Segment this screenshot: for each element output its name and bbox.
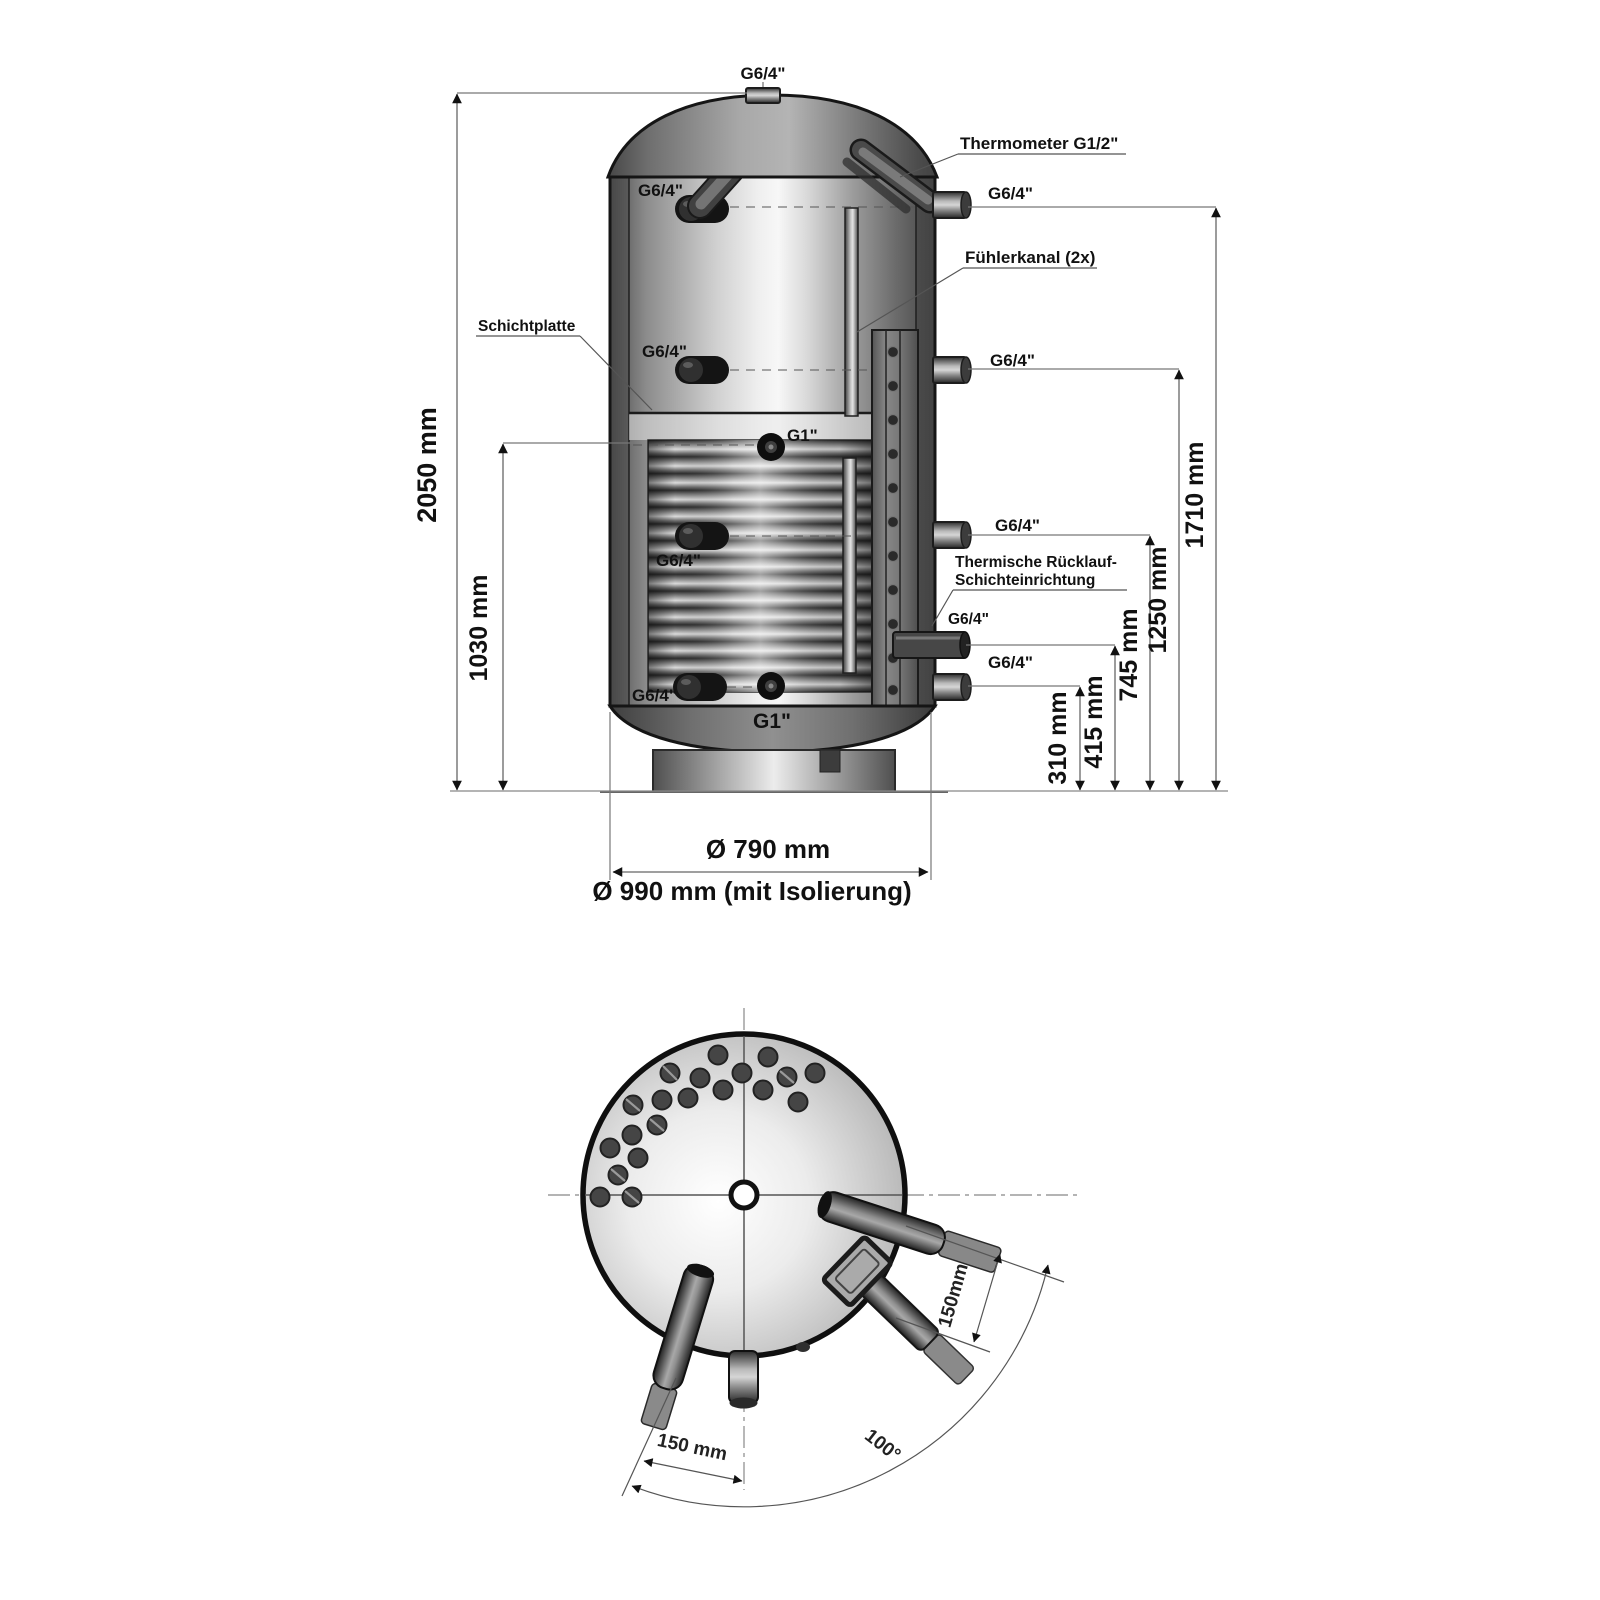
extension-lines [457, 92, 1216, 880]
label-connection-left-upper: G6/4" [638, 181, 683, 200]
dim-port-415: 415 mm [1080, 675, 1108, 768]
dim-arc-100 [631, 1264, 1051, 1508]
top-view-dimensions [621, 1225, 1065, 1508]
connection-port-coil-top-g1 [757, 433, 785, 461]
nozzle-thermal-return [892, 631, 971, 659]
pedestal-notch [819, 749, 841, 773]
label-connection-left-lower: G6/4" [632, 686, 677, 705]
label-connection-coil-inlet: G6/4" [656, 551, 701, 570]
coil-tube-holes [589, 1044, 826, 1208]
callout-leaders [476, 153, 1127, 627]
dim-total-height: 2050 mm [412, 407, 442, 523]
dim-diameter-tank: Ø 790 mm [706, 834, 830, 864]
label-thermal-return-1: Thermische Rücklauf- [955, 554, 1117, 571]
label-thermal-return-2: Schichteinrichtung [955, 572, 1095, 589]
dim-diameter-insulated: Ø 990 mm (mit Isolierung) [592, 876, 911, 906]
dim-port-1710: 1710 mm [1181, 441, 1209, 548]
dim-coil-height: 1030 mm [465, 574, 493, 681]
connection-port-left-middle [675, 356, 729, 384]
tank-top-view [548, 1008, 1082, 1508]
label-connection-right-5: G6/4" [988, 653, 1033, 672]
center-hole [728, 1179, 760, 1211]
front-dimensions [450, 92, 1228, 880]
dim-angle: 100° [860, 1425, 904, 1466]
label-connection-left-middle: G6/4" [642, 342, 687, 361]
heating-coil-sheen [648, 440, 873, 692]
hole-slots [610, 1065, 795, 1204]
top-nozzle [745, 87, 781, 104]
thermometer-pipe [842, 138, 942, 214]
tank-pedestal [652, 749, 896, 793]
dim-offset-bottom: 150 mm [655, 1430, 729, 1465]
nozzle-right-3 [932, 521, 972, 549]
vertical-dimension-lines [452, 93, 1221, 877]
label-connection-bottom: G1" [753, 710, 791, 733]
label-connection-top: G6/4" [741, 64, 786, 83]
label-thermometer: Thermometer G1/2" [960, 134, 1118, 153]
label-connection-right-2: G6/4" [990, 351, 1035, 370]
pipe-bottom-stub [728, 1350, 759, 1409]
connection-port-coil-inlet [675, 522, 729, 550]
dim-line-150-bottom [643, 1458, 743, 1484]
sensor-channel-tube-lower [842, 457, 857, 674]
label-connection-thermal-return: G6/4" [948, 611, 989, 628]
dim-port-310: 310 mm [1044, 691, 1072, 784]
label-layer-plate: Schichtplatte [478, 318, 576, 335]
nozzle-right-2 [932, 356, 972, 384]
label-connection-coil-top: G1" [787, 426, 818, 445]
tank-front-view [600, 82, 972, 793]
nozzle-right-5 [932, 673, 972, 701]
rim-nub [796, 1342, 810, 1352]
dim-offset-right: 150mm [935, 1261, 973, 1330]
dim-port-1250: 1250 mm [1144, 546, 1172, 653]
label-connection-right-3: G6/4" [995, 516, 1040, 535]
connection-port-bottom-g1 [757, 672, 785, 700]
label-sensor-channel: Fühlerkanal (2x) [965, 248, 1095, 267]
sensor-channel-tube-upper [844, 207, 859, 417]
nozzle-right-1 [932, 191, 972, 219]
dim-port-745: 745 mm [1115, 608, 1143, 701]
connection-port-left-lower [673, 673, 727, 701]
right-nozzles [892, 191, 972, 701]
label-connection-right-1: G6/4" [988, 184, 1033, 203]
